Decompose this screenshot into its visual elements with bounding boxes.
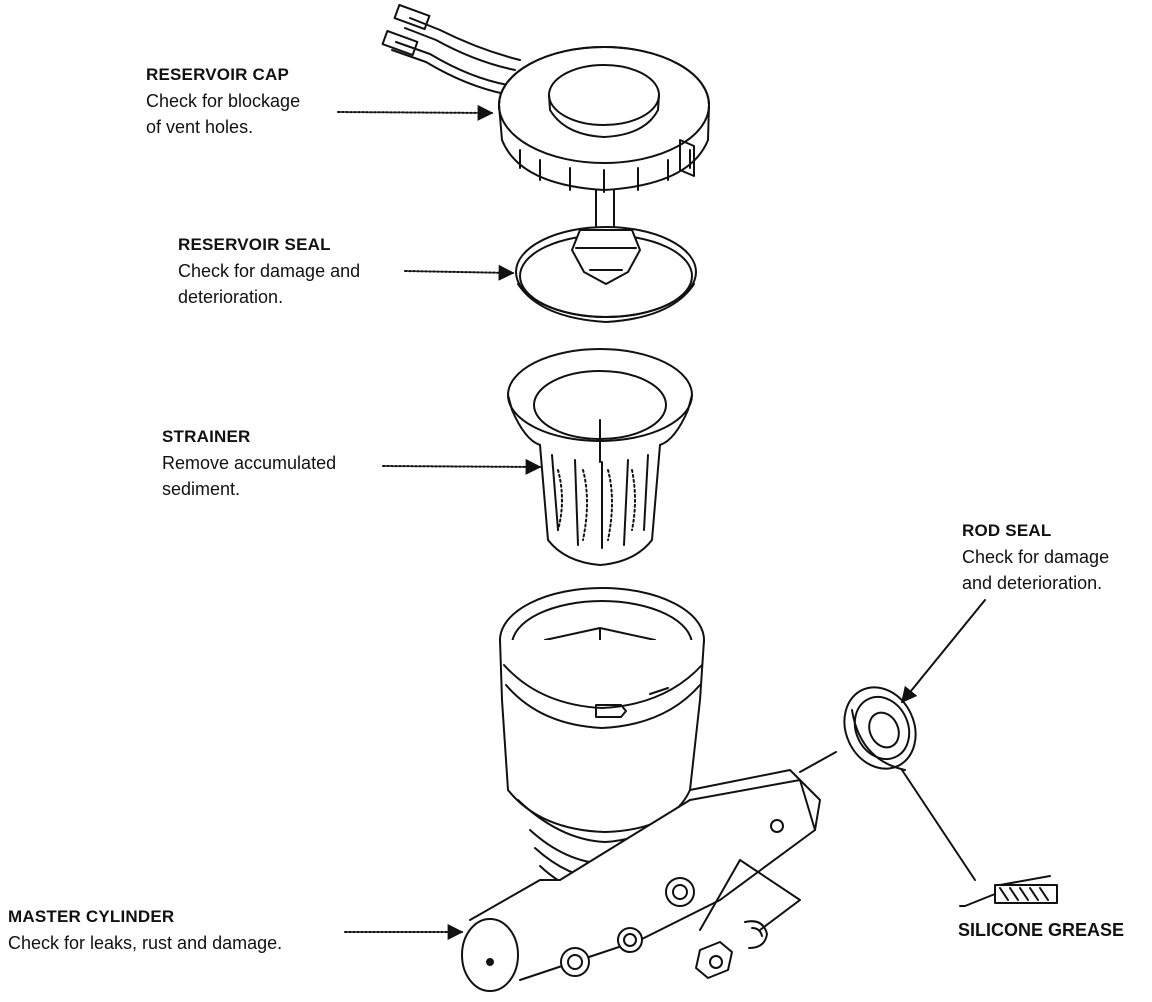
silicone-grease-leader: [901, 769, 976, 881]
master-cylinder-line-1: Check for leaks, rust and damage.: [8, 933, 283, 953]
reservoir-seal-leader: [404, 264, 515, 281]
strainer-leader: [382, 458, 542, 475]
master-cylinder-title: MASTER CYLINDER: [8, 907, 175, 926]
reservoir-seal-label: RESERVOIR SEAL Check for damage and dete…: [178, 232, 360, 310]
strainer-label: STRAINER Remove accumulated sediment.: [162, 424, 336, 502]
rod-seal-illustration: [843, 686, 917, 771]
reservoir-seal-title: RESERVOIR SEAL: [178, 235, 331, 254]
reservoir-seal-line-2: deterioration.: [178, 287, 284, 307]
reservoir-cap-title: RESERVOIR CAP: [146, 65, 290, 84]
strainer-title: STRAINER: [162, 427, 251, 446]
strainer-line-2: sediment.: [162, 479, 241, 499]
rod-seal-label: ROD SEAL Check for damage and deteriorat…: [962, 518, 1109, 596]
rod-seal-leader: [900, 599, 986, 704]
reservoir-cap-leader: [337, 104, 494, 121]
rod-seal-line-2: and deterioration.: [962, 573, 1103, 593]
reservoir-seal-line-1: Check for damage and: [178, 261, 361, 281]
master-cylinder-label: MASTER CYLINDER Check for leaks, rust an…: [8, 904, 282, 956]
reservoir-cap-label: RESERVOIR CAP Check for blockage of vent…: [146, 62, 300, 140]
reservoir-cap-line-1: Check for blockage: [146, 91, 301, 111]
strainer-line-1: Remove accumulated: [162, 453, 337, 473]
silicone-grease-label: SILICONE GREASE: [958, 920, 1125, 940]
rod-seal-line-1: Check for damage: [962, 547, 1110, 567]
silicone-grease-illustration: [959, 875, 1058, 907]
strainer-illustration: [507, 348, 693, 566]
reservoir-cap-line-2: of vent holes.: [146, 117, 254, 137]
master-cylinder-illustration: [461, 587, 837, 992]
rod-seal-title: ROD SEAL: [962, 521, 1052, 540]
reservoir-cap-illustration: [381, 3, 710, 227]
reservoir-seal-illustration: [515, 226, 697, 323]
